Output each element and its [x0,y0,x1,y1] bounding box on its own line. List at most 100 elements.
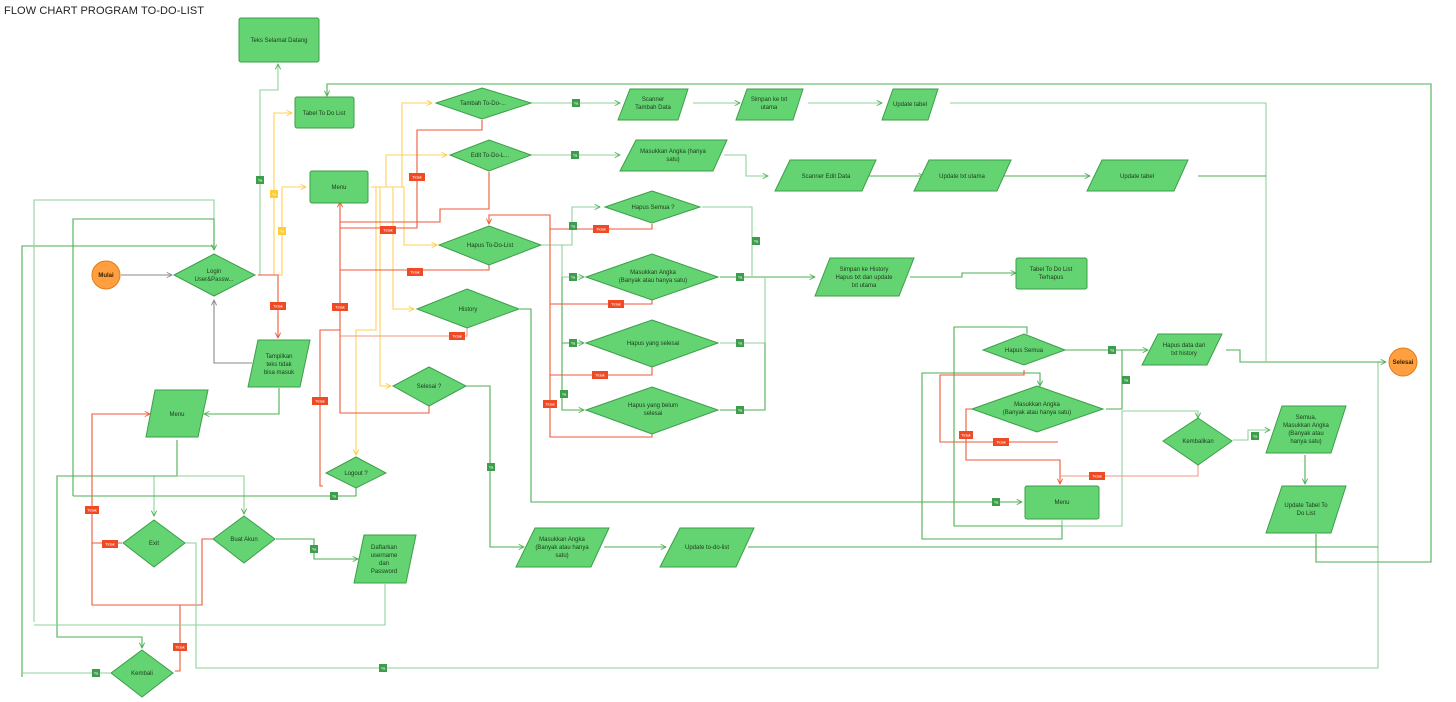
exit-decision[interactable]: Exit [122,519,186,568]
svg-text:Logout ?: Logout ? [344,471,368,477]
label-tidak: Tidak [993,438,1009,446]
teks-selamat-datang-box[interactable]: Teks Selamat Datang [238,17,320,63]
edge-history-tidak [340,328,468,337]
logout-decision[interactable]: Logout ? [324,456,388,489]
scanner-tambah-io[interactable]: Scanner Tambah Data [617,88,689,121]
masukkan-edit-io[interactable]: Masukkan Angka (hanya satu) [619,139,728,172]
svg-text:Ya: Ya [1253,434,1258,439]
svg-text:Ya: Ya [312,547,317,552]
svg-text:Simpan ke History: Simpan ke History [840,267,889,273]
svg-text:Masukkan Angka: Masukkan Angka [539,537,585,543]
svg-text:Update tabel: Update tabel [893,102,927,108]
simpan-history-io[interactable]: Simpan ke History Hapus txt dan update t… [814,257,915,297]
edge-masukkan-tidak [549,229,653,305]
svg-text:Edit To-Do-L...: Edit To-Do-L... [471,153,510,159]
svg-text:Masukkan Angka (hanya: Masukkan Angka (hanya [640,149,706,155]
svg-text:Tambah To-Do-...: Tambah To-Do-... [460,101,506,107]
svg-text:Ya: Ya [562,392,567,397]
label-tidak: Tidak [102,540,118,548]
hist-hapus-data-io[interactable]: Hapus data dari txt history [1141,333,1223,366]
hapus-yang-selesai-decision[interactable]: Hapus yang selesai [584,319,720,368]
buat-akun-decision[interactable]: Buat Akun [212,515,276,564]
svg-text:Semua,: Semua, [1296,415,1317,421]
kembalikan-decision[interactable]: Kembalikan [1162,417,1233,466]
tambah-decision[interactable]: Tambah To-Do-... [434,87,533,120]
update-txt-utama-io[interactable]: Update txt utama [913,159,1012,192]
edge-login-teks [258,64,278,276]
svg-text:Kembali: Kembali [131,671,153,677]
masukkan-selesai-io[interactable]: Masukkan Angka (Banyak atau hanya satu) [515,527,610,568]
svg-text:Ya: Ya [738,341,743,346]
menu-left-io[interactable]: Menu [145,389,209,438]
svg-text:Tidak: Tidak [611,302,621,307]
svg-text:Daftarkan: Daftarkan [371,545,397,551]
update-todo-io[interactable]: Update to-do-list [659,527,755,568]
label-tidak: Tidak [407,268,423,276]
update-tabel-2-io[interactable]: Update tabel [1086,159,1189,192]
svg-text:Ya: Ya [738,408,743,413]
edge-masukkan-scanner [724,154,768,176]
edit-decision[interactable]: Edit To-Do-L... [448,139,533,172]
label-ya: Ya [572,99,580,107]
masukkan-hapus-decision[interactable]: Masukkan Angka (Banyak atau hanya satu) [584,253,720,301]
edge-daftarkan-login [34,584,386,626]
svg-text:History: History [459,307,478,313]
svg-text:hanya satu): hanya satu) [1290,439,1321,445]
svg-text:Ya: Ya [280,229,285,234]
svg-text:Ya: Ya [272,192,277,197]
label-ya: Ya [569,273,577,281]
svg-text:Hapus Semua ?: Hapus Semua ? [631,205,675,211]
tampilkan-gagal-io[interactable]: Tampilkan teks tidak bisa masuk [247,339,311,388]
label-ya: Ya [310,545,318,553]
edge-menu-selesai [371,186,391,386]
start-terminal[interactable]: Mulai [91,260,121,290]
hist-masukkan-decision[interactable]: Masukkan Angka (Banyak atau hanya satu) [970,385,1105,433]
svg-text:txt utama: txt utama [852,283,877,289]
edge-histmenu-masukkan [921,372,1063,540]
login-decision[interactable]: Login User&Passw... [172,253,257,297]
hapus-yang-belum-decision[interactable]: Hapus yang belum selesai [584,386,720,435]
end-terminal[interactable]: Selesai [1388,347,1418,377]
hist-menu-box[interactable]: Menu [1024,485,1100,520]
label-ya: Ya [92,669,100,677]
label-tidak: Tidak [543,400,557,408]
menu-main-box[interactable]: Menu [309,170,369,204]
edge-edit-tidak [340,172,490,223]
tabel-todo-box[interactable]: Tabel To Do List [294,96,355,129]
kembali-decision[interactable]: Kembali [110,649,174,698]
edge-hapus-selesai [561,277,584,343]
svg-text:bisa masuk: bisa masuk [264,370,295,376]
svg-text:Scanner Edit Data: Scanner Edit Data [802,174,851,180]
semua-masukkan-io[interactable]: Semua, Masukkan Angka (Banyak atau hanya… [1265,405,1347,454]
selesai-question-decision[interactable]: Selesai ? [391,366,468,407]
svg-text:utama: utama [761,105,778,111]
svg-text:Ya: Ya [574,101,579,106]
edge-kembalikan-semua [1233,430,1270,441]
edge-hapussemua-tidak2 [939,370,1058,443]
svg-text:Tidak: Tidak [961,433,971,438]
svg-text:Exit: Exit [149,541,159,547]
label-ya: Ya [330,492,338,500]
hapus-semua-question-decision[interactable]: Hapus Semua ? [603,190,702,224]
edge-labels: Ya Ya Ya Tidak Tidak Tidak Tidak Tidak T… [85,99,1259,677]
label-tidak: Tidak [608,300,624,308]
label-ya: Ya [278,227,286,235]
svg-text:Tidak: Tidak [996,440,1006,445]
edge-loop-login-1 [21,246,214,677]
tabel-terhapus-box[interactable]: Tabel To Do List Terhapus [1015,257,1088,290]
scanner-edit-io[interactable]: Scanner Edit Data [774,159,877,192]
svg-text:Selesai: Selesai [1393,360,1414,366]
update-tabel-1-io[interactable]: Update tabel [881,88,939,121]
label-tidak: Tidak [173,643,187,651]
svg-text:teks tidak: teks tidak [266,362,292,368]
hapus-decision[interactable]: Hapus To-Do-List [437,225,543,266]
svg-text:Ya: Ya [381,666,386,671]
label-tidak: Tidak [332,303,348,311]
history-decision[interactable]: History [415,288,521,329]
label-ya: Ya [736,273,744,281]
hist-hapus-semua-decision[interactable]: Hapus Semua [981,333,1067,366]
edge-masukkan-tidak2 [965,408,1060,484]
simpan-txt-io[interactable]: Simpan ke txt utama [735,88,804,121]
update-tabel-todo-io[interactable]: Update Tabel To Do List [1265,485,1347,534]
daftarkan-io[interactable]: Daftarkan username dan Password [353,534,417,584]
